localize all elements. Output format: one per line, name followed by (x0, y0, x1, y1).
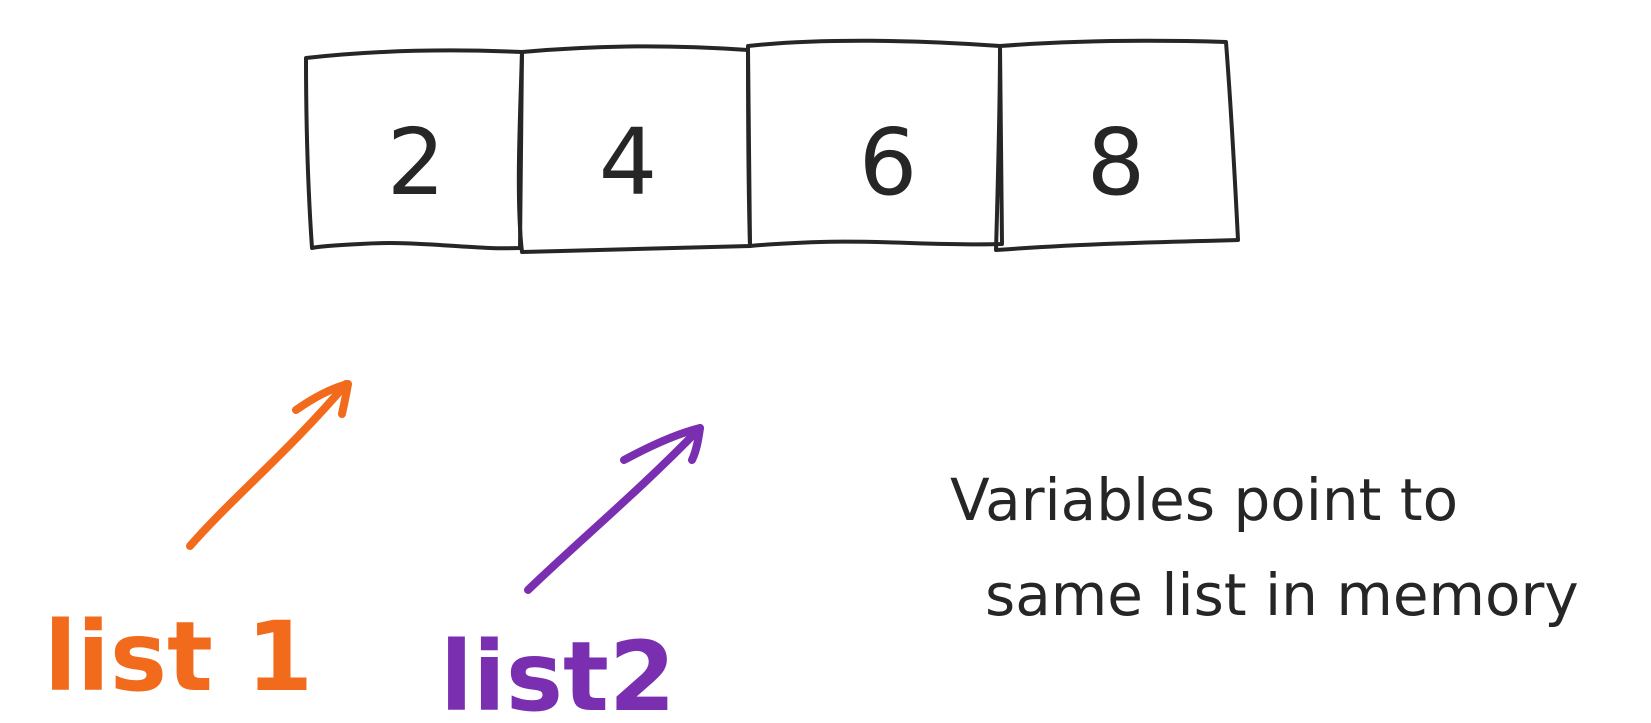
memory-list: 2 4 6 8 (304, 38, 1240, 254)
list-cell-value: 8 (1087, 109, 1146, 216)
arrow-icon (186, 380, 350, 550)
arrowhead-icon (620, 424, 704, 464)
list-cell-box (516, 44, 752, 254)
list-cell-box (304, 48, 524, 251)
note: Variables point to same list in memory (950, 466, 1579, 629)
arrow-icon (524, 424, 704, 594)
list-cell-box (746, 38, 1004, 248)
variable-label: list2 (440, 621, 676, 723)
list-cell-box (994, 38, 1240, 252)
list-cell-value: 4 (599, 109, 658, 216)
variable-list-2: list2 (440, 424, 704, 723)
note-line-1: Variables point to (950, 466, 1458, 534)
note-line-2: same list in memory (985, 561, 1579, 629)
list-cell-value: 6 (859, 109, 918, 216)
list-cell-value: 2 (387, 109, 446, 216)
arrowhead-icon (292, 380, 352, 418)
variable-list-1: list 1 (44, 380, 352, 713)
variable-label: list 1 (44, 601, 313, 713)
